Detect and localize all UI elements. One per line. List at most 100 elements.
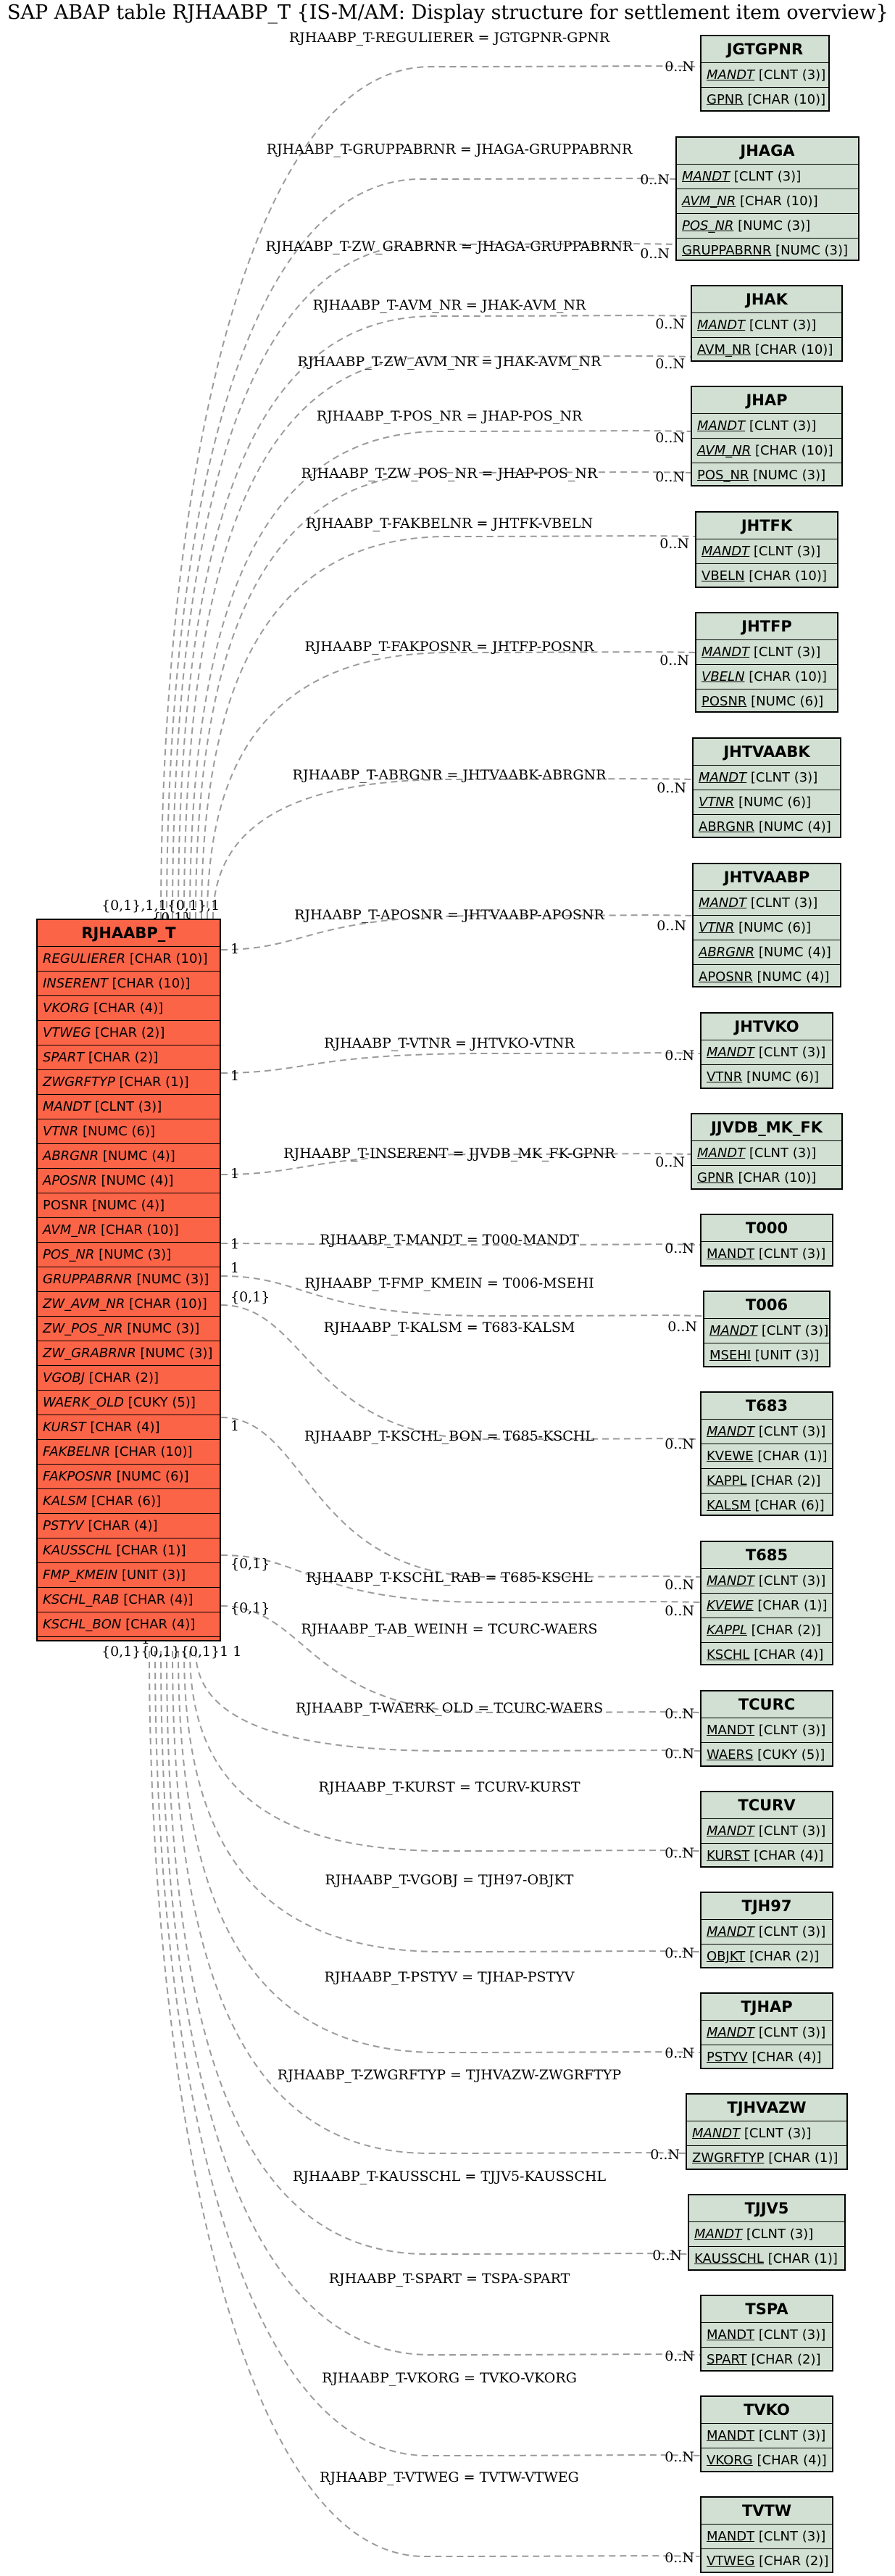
field-name: VKORG bbox=[43, 1001, 90, 1016]
entity-field: KAPPL [CHAR (2)] bbox=[702, 1469, 832, 1494]
field-name: KAPPL bbox=[707, 1473, 747, 1488]
field-type: [CHAR (1)] bbox=[115, 1074, 189, 1090]
entity-field: OBJKT [CHAR (2)] bbox=[702, 1945, 832, 1967]
field-name: GRUPPABRNR bbox=[43, 1272, 133, 1287]
field-type: [CLNT (3)] bbox=[754, 2327, 826, 2343]
target-cardinality: 0..N bbox=[665, 1746, 694, 1762]
entity-header: RJHAABP_T bbox=[38, 920, 220, 947]
entity-field: VTWEG [CHAR (2)] bbox=[702, 2549, 832, 2572]
target-cardinality: 0..N bbox=[665, 1845, 694, 1861]
field-name: VTNR bbox=[707, 1069, 743, 1085]
target-cardinality: 0..N bbox=[665, 2348, 694, 2364]
entity-field: KURST [CHAR (4)] bbox=[702, 1844, 832, 1866]
field-type: [CLNT (3)] bbox=[754, 2428, 826, 2443]
target-cardinality: 0..N bbox=[665, 59, 694, 75]
field-type: [NUMC (3)] bbox=[771, 243, 849, 258]
field-type: [CHAR (2)] bbox=[91, 1025, 165, 1040]
edge-rjhaabp-t-mandt-t000-mandt bbox=[220, 1243, 701, 1246]
entity-field: MANDT [CLNT (3)] bbox=[692, 414, 841, 439]
entity-field: MANDT [CLNT (3)] bbox=[704, 1319, 829, 1343]
edge-rjhaabp-t-spart-tspa-spart bbox=[160, 1650, 701, 2356]
field-name: ABRGNR bbox=[43, 1148, 99, 1164]
entity-header: JHAP bbox=[692, 387, 841, 414]
field-type: [NUMC (4)] bbox=[754, 945, 831, 960]
field-name: MANDT bbox=[682, 169, 730, 184]
edge-label: RJHAABP_T-KURST = TCURV-KURST bbox=[318, 1779, 580, 1795]
entity-field: ZW_POS_NR [NUMC (3)] bbox=[38, 1317, 220, 1341]
field-name: VTNR bbox=[43, 1124, 79, 1139]
edge-rjhaabp-t-kalsm-t683-kalsm bbox=[220, 1304, 701, 1441]
main-bottom-cardinality: {0,1}{0,1}{0,1}1 1 bbox=[101, 1644, 241, 1660]
entity-field: POSNR [NUMC (4)] bbox=[38, 1193, 220, 1218]
field-type: [CLNT (3)] bbox=[746, 770, 818, 785]
field-type: [CLNT (3)] bbox=[746, 895, 818, 911]
field-name: VBELN bbox=[702, 568, 745, 584]
field-name: MANDT bbox=[694, 2227, 743, 2242]
edge-rjhaabp-t-vkorg-tvko-vkorg bbox=[154, 1650, 701, 2457]
entity-field: GRUPPABRNR [NUMC (3)] bbox=[38, 1267, 220, 1292]
field-type: [CHAR (4)] bbox=[83, 1518, 158, 1533]
field-type: [CHAR (10)] bbox=[125, 1296, 207, 1312]
entity-field: KAUSSCHL [CHAR (1)] bbox=[38, 1538, 220, 1563]
field-name: KALSM bbox=[707, 1498, 751, 1513]
entity-field: FAKBELNR [CHAR (10)] bbox=[38, 1440, 220, 1465]
field-name: KSCHL_BON bbox=[43, 1617, 122, 1632]
field-name: OBJKT bbox=[707, 1949, 746, 1964]
field-type: [CHAR (1)] bbox=[763, 2251, 838, 2266]
entity-field: MANDT [CLNT (3)] bbox=[692, 1141, 841, 1166]
field-type: [NUMC (3)] bbox=[122, 1321, 200, 1336]
entity-field: KVEWE [CHAR (1)] bbox=[702, 1594, 832, 1618]
field-name: MANDT bbox=[707, 2025, 755, 2040]
field-type: [CHAR (2)] bbox=[754, 2554, 829, 2569]
field-type: [CLNT (3)] bbox=[91, 1099, 162, 1114]
field-name: VGOBJ bbox=[43, 1370, 86, 1386]
entity-field: MANDT [CLNT (3)] bbox=[702, 1718, 832, 1743]
field-name: ZW_POS_NR bbox=[43, 1321, 123, 1336]
field-type: [UNIT (3)] bbox=[751, 1348, 820, 1363]
edge-rjhaabp-t-zw-grabrnr-jhaga-gruppabrnr bbox=[172, 243, 676, 919]
field-type: [NUMC (6)] bbox=[734, 920, 812, 935]
field-name: MANDT bbox=[709, 1323, 758, 1338]
edge-label: RJHAABP_T-GRUPPABRNR = JHAGA-GRUPPABRNR bbox=[267, 141, 633, 157]
edge-rjhaabp-t-kschl-bon-t685-kschl bbox=[220, 1417, 701, 1578]
field-type: [CLNT (3)] bbox=[749, 544, 821, 559]
entity-field: SPART [CHAR (2)] bbox=[38, 1045, 220, 1070]
field-name: VTWEG bbox=[43, 1025, 91, 1040]
edge-rjhaabp-t-avm-nr-jhak-avm-nr bbox=[178, 315, 691, 919]
field-type: [CLNT (3)] bbox=[754, 1924, 826, 1939]
field-name: GPNR bbox=[707, 92, 744, 107]
entity-header: JHAGA bbox=[677, 138, 858, 165]
entity-field: KVEWE [CHAR (1)] bbox=[702, 1444, 832, 1469]
field-type: [CLNT (3)] bbox=[754, 1723, 826, 1738]
field-type: [CHAR (1)] bbox=[112, 1543, 186, 1558]
field-name: VKORG bbox=[707, 2453, 753, 2468]
entity-field: MANDT [CLNT (3)] bbox=[702, 1569, 832, 1594]
entity-field: ABRGNR [NUMC (4)] bbox=[38, 1144, 220, 1169]
field-type: [NUMC (3)] bbox=[132, 1272, 209, 1287]
field-name: REGULIERER bbox=[43, 951, 126, 966]
main-top-cardinality: {0,1},1,1{0,1},1 bbox=[101, 898, 220, 914]
entity-field: KALSM [CHAR (6)] bbox=[702, 1494, 832, 1515]
target-cardinality: 0..N bbox=[659, 536, 689, 552]
field-name: POSNR bbox=[702, 694, 747, 709]
field-type: [CHAR (2)] bbox=[745, 1949, 820, 1964]
source-cardinality: 1 bbox=[230, 1236, 239, 1252]
entity-field: ZWGRFTYP [CHAR (1)] bbox=[687, 2146, 846, 2169]
entity-field: VKORG [CHAR (4)] bbox=[702, 2448, 832, 2471]
entity-field: GRUPPABRNR [NUMC (3)] bbox=[677, 239, 858, 260]
entity-field: KALSM [CHAR (6)] bbox=[38, 1489, 220, 1514]
entity-field: AVM_NR [CHAR (10)] bbox=[692, 439, 841, 463]
field-type: [CHAR (4)] bbox=[121, 1617, 196, 1632]
target-cardinality: 0..N bbox=[665, 2449, 694, 2465]
field-type: [CLNT (3)] bbox=[754, 1823, 826, 1839]
entity-header: T006 bbox=[704, 1292, 829, 1319]
field-name: KAUSSCHL bbox=[694, 2251, 764, 2266]
